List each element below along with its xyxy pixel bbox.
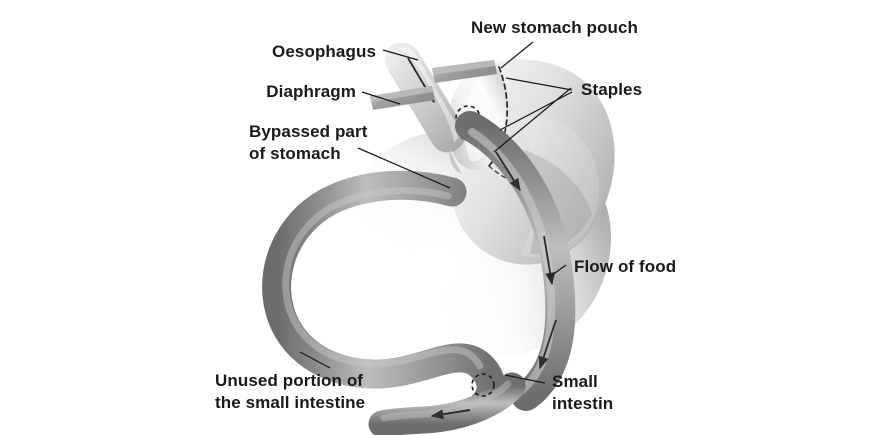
jejunojejunostomy-marker <box>471 373 495 397</box>
leader-lines <box>299 41 573 384</box>
leader-flow-of-food <box>547 264 567 279</box>
label-flow-of-food: Flow of food <box>574 257 677 276</box>
roux-limb-shape <box>455 111 576 411</box>
flow-arrow-outflow <box>430 409 471 420</box>
label-unused-intestine-line1: Unused portion of <box>215 371 364 390</box>
flow-arrow-roux-3 <box>538 319 557 370</box>
small-intestine-outflow-shape <box>368 372 526 435</box>
unused-intestine-shape <box>262 170 506 419</box>
label-unused-intestine-line2: the small intestine <box>215 393 366 412</box>
leader-unused-intestine <box>299 351 331 369</box>
leader-staples-1 <box>505 77 573 91</box>
label-bypassed-stomach-line2: of stomach <box>249 144 341 163</box>
label-new-stomach-pouch: New stomach pouch <box>471 18 639 37</box>
label-staples: Staples <box>581 80 643 99</box>
leader-new-stomach-pouch <box>500 41 534 69</box>
gastric-remnant-stub <box>449 148 462 174</box>
leader-small-intestine <box>504 374 546 384</box>
flow-arrow-roux-1 <box>495 151 521 192</box>
diaphragm-shape <box>370 60 497 110</box>
leader-bypassed-stomach <box>357 147 451 189</box>
label-diaphragm: Diaphragm <box>266 82 356 101</box>
leader-oesophagus <box>382 49 419 61</box>
label-small-intestine-line1: Small <box>552 372 598 391</box>
leader-staples-2 <box>499 91 573 131</box>
leader-diaphragm <box>361 91 401 105</box>
label-bypassed-stomach-line1: Bypassed part <box>249 122 368 141</box>
label-oesophagus: Oesophagus <box>272 42 376 61</box>
label-small-intestine-line2: intestin <box>552 394 614 413</box>
leader-staples-3 <box>493 87 572 153</box>
